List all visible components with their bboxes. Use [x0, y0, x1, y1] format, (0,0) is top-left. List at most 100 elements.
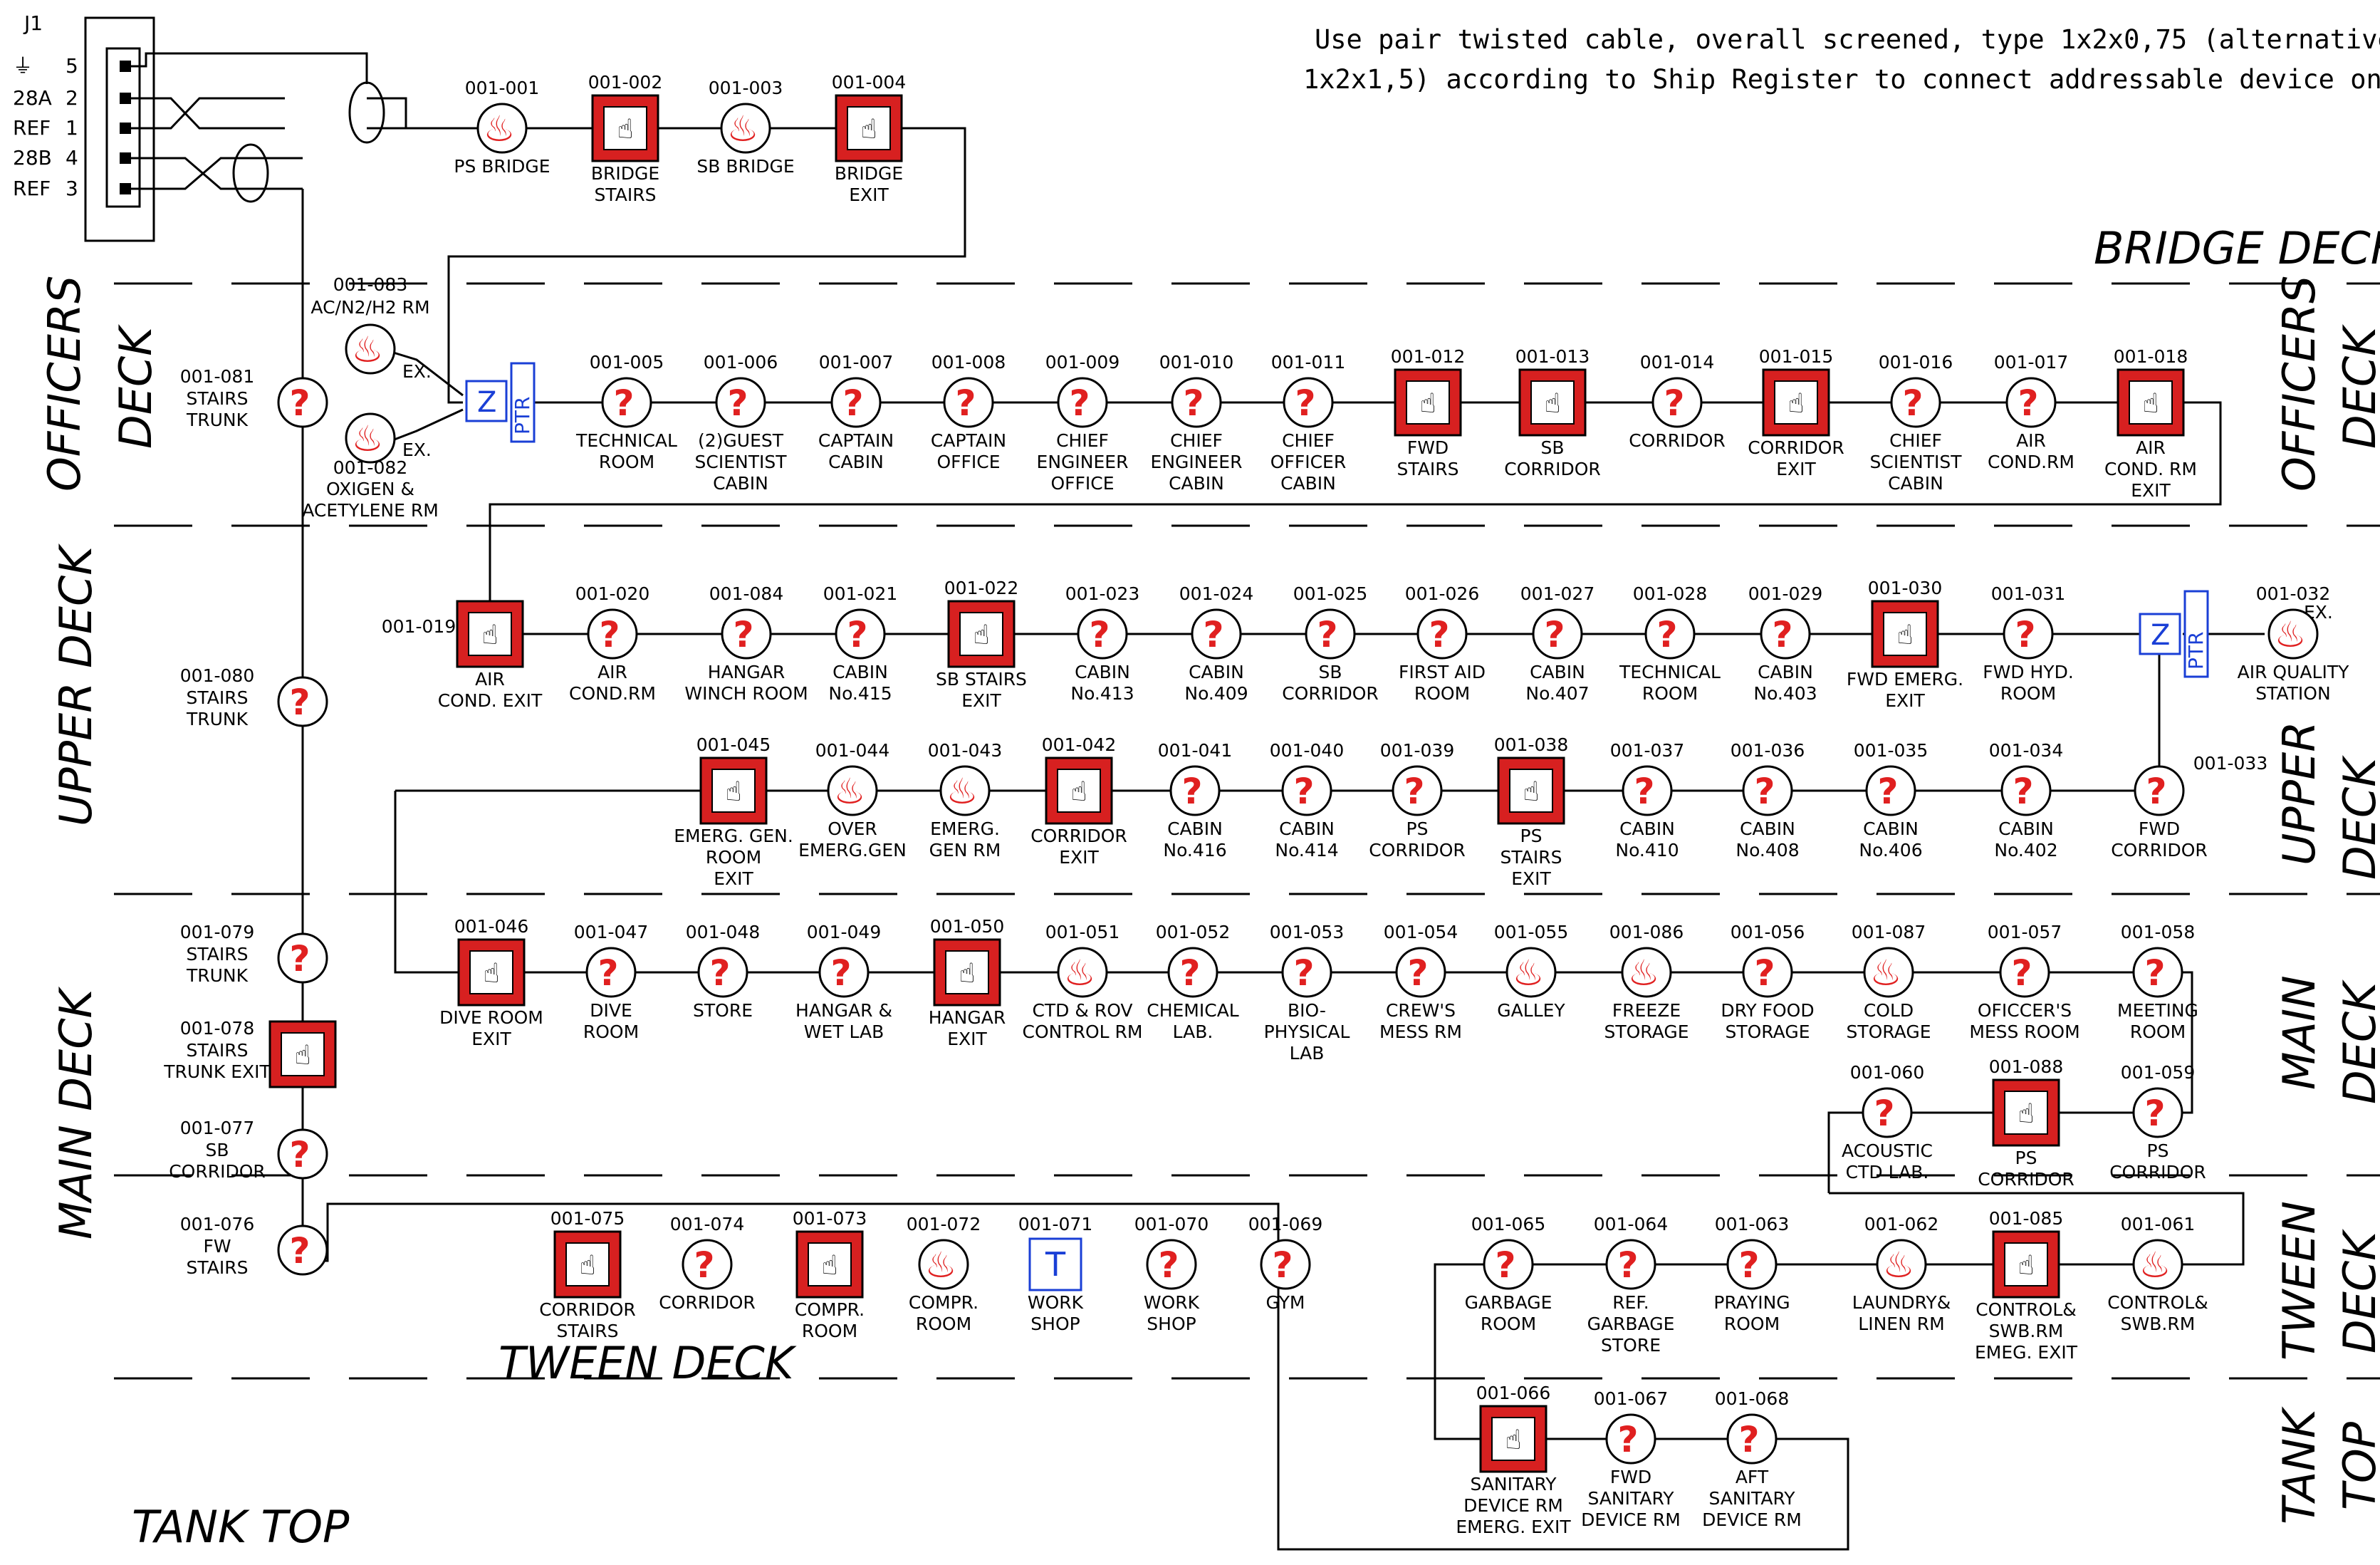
smoke-detector-icon	[943, 377, 994, 428]
smoke-detector-icon	[1077, 608, 1128, 660]
detector-glyph: ?	[2015, 614, 2035, 655]
z-module	[465, 380, 508, 422]
device-location-label: COMPR.ROOM	[795, 1299, 865, 1341]
detector-glyph: ♨	[1628, 952, 1660, 994]
device-id: 001-076	[180, 1214, 254, 1234]
device-location-label: EMERG.GEN RM	[929, 818, 1001, 861]
hand-icon: ☝	[1523, 776, 1539, 807]
svg-text:OFFICERS: OFFICERS	[2273, 276, 2325, 492]
